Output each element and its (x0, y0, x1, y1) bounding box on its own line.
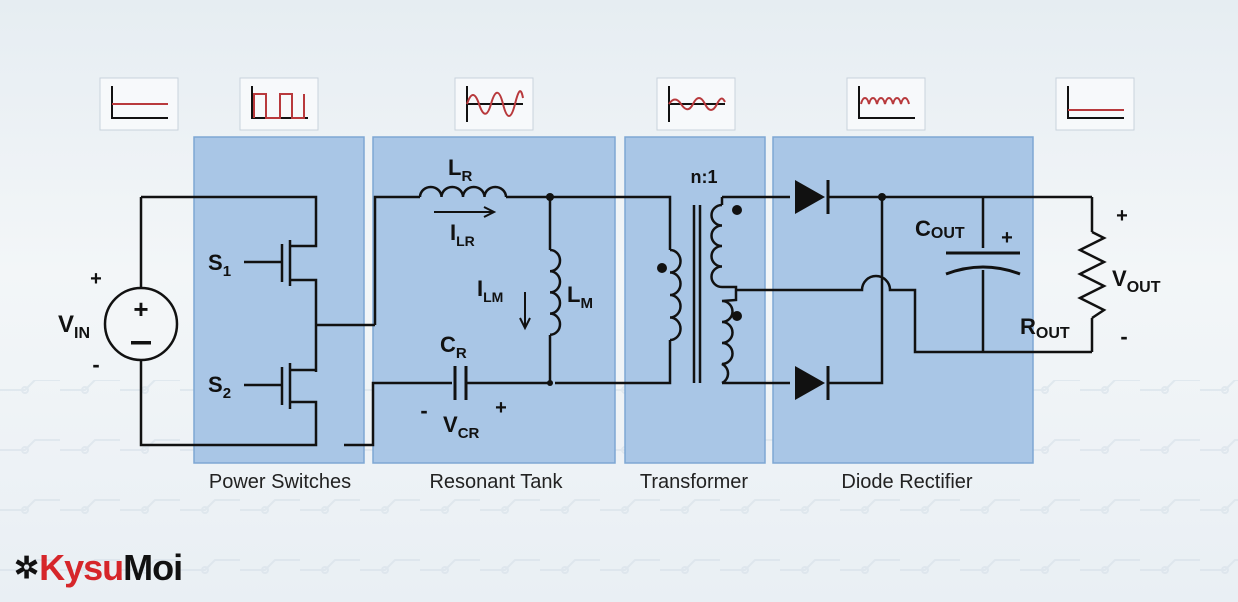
lr-label: LR (448, 155, 472, 185)
primary-dot (657, 263, 667, 273)
lr-inductor (418, 185, 508, 198)
power-switches-block (193, 136, 365, 464)
logo-text-part2: Moi (123, 547, 183, 588)
pcb-background (0, 380, 1238, 602)
square-wave-icon (239, 77, 319, 131)
cout-label: COUT (915, 216, 965, 242)
vin-source-symbol: + (103, 286, 179, 362)
block-label-transformer: Transformer (640, 471, 749, 493)
logo-text-part1: Kysu (39, 547, 124, 588)
cr-label: CR (440, 332, 467, 362)
lm-label: LM (567, 282, 593, 312)
secondary-winding-bottom (721, 290, 738, 385)
dc-step-icon (99, 77, 179, 131)
ilr-label: ILR (450, 220, 475, 249)
turns-ratio-label: n:1 (691, 167, 718, 187)
circuit-wires (139, 195, 1094, 447)
lm-inductor (549, 248, 562, 337)
cr-capacitor (452, 366, 468, 400)
vout-plus-label: + (1116, 205, 1128, 227)
secondary-top-dot (732, 205, 742, 215)
ilr-arrow (434, 206, 497, 218)
rectified-wave-icon (846, 77, 926, 131)
vout-label: VOUT (1112, 266, 1161, 296)
vin-label: VIN (58, 311, 90, 342)
vin-plus-label: + (90, 268, 102, 290)
kysumoi-logo: ✲ Kysu Moi (14, 545, 183, 591)
ilm-label: ILM (477, 276, 503, 305)
vcr-minus-label: - (420, 398, 427, 423)
logo-mark-icon: ✲ (14, 551, 39, 585)
vin-minus-label: - (92, 352, 99, 377)
primary-winding (669, 248, 682, 342)
top-diode (795, 180, 830, 214)
sine-growing-wave-icon (454, 77, 534, 131)
cout-plus-label: + (1001, 227, 1013, 249)
vout-minus-label: - (1120, 324, 1127, 349)
cout-capacitor (945, 251, 1021, 276)
rout-resistor (1077, 230, 1107, 320)
s2-label: S2 (208, 372, 231, 402)
block-label-resonant-tank: Resonant Tank (429, 471, 563, 493)
s1-label: S1 (208, 250, 231, 280)
resonant-tank-block (372, 136, 616, 464)
rout-label: ROUT (1020, 314, 1070, 342)
diode-rectifier-block (772, 136, 1034, 464)
transformer-core (692, 205, 702, 383)
bottom-diode (795, 366, 830, 400)
secondary-bottom-dot (732, 311, 742, 321)
block-label-diode-rectifier: Diode Rectifier (841, 471, 973, 493)
small-sine-wave-icon (656, 77, 736, 131)
ilm-arrow (519, 292, 531, 331)
vcr-label: VCR (443, 412, 480, 442)
vin-plus-sign: + (133, 294, 148, 324)
dc-output-icon (1055, 77, 1135, 131)
block-label-power-switches: Power Switches (209, 471, 351, 493)
vcr-plus-label: + (495, 397, 507, 419)
secondary-winding-top (710, 203, 738, 290)
